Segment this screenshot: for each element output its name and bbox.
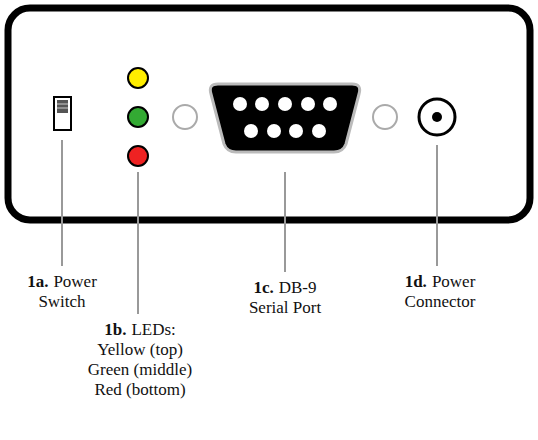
db9-connector	[210, 84, 359, 152]
power-switch	[54, 97, 71, 130]
mounting-hole	[173, 105, 197, 129]
part-name: LEDs:	[131, 320, 175, 339]
callout-number: 1b.	[104, 320, 126, 339]
leader-line	[137, 172, 139, 314]
led-description: Red (bottom)	[75, 380, 205, 400]
led-description: Green (middle)	[75, 360, 205, 380]
mounting-hole	[373, 105, 397, 129]
yellow-led	[128, 68, 148, 88]
power-connector	[419, 99, 455, 135]
leader-line	[284, 172, 286, 272]
callout-number: 1c.	[253, 278, 273, 297]
callout-label: 1a.Power Switch	[12, 272, 112, 312]
callout-number: 1d.	[405, 272, 427, 291]
db9-pins	[233, 97, 337, 138]
callout-label: 1c.DB-9 Serial Port	[233, 278, 337, 318]
device-panel	[8, 8, 530, 220]
green-led	[128, 107, 148, 127]
leader-line	[436, 145, 438, 266]
callout-number: 1a.	[27, 272, 48, 291]
callout-label: 1d.Power Connector	[390, 272, 490, 312]
leader-line	[61, 140, 63, 266]
red-led	[128, 146, 148, 166]
callout-label: 1b. LEDs:Yellow (top)Green (middle)Red (b…	[75, 320, 205, 400]
led-description: Yellow (top)	[75, 340, 205, 360]
